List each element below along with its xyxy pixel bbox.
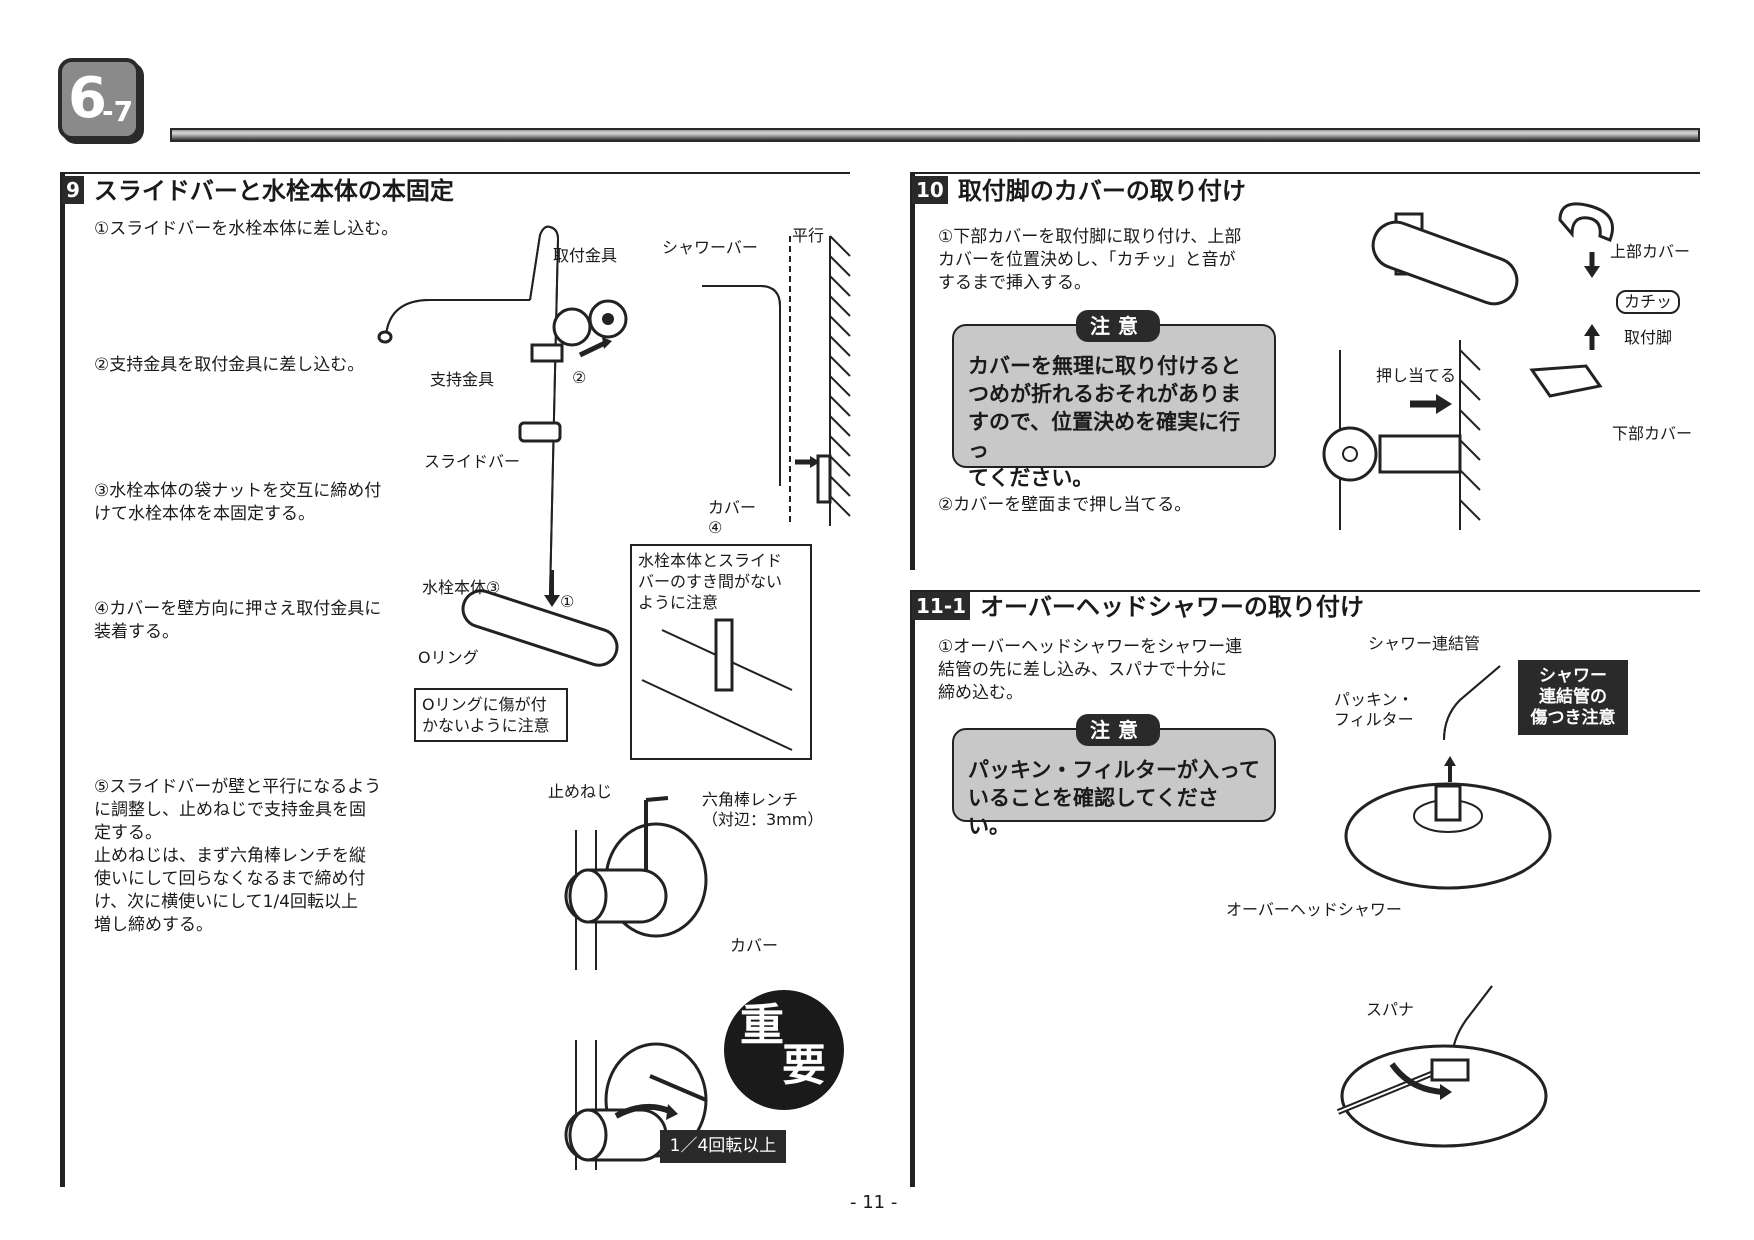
shower-bar-label: シャワーバー — [662, 238, 758, 257]
faucet-body-label: 水栓本体③ — [422, 578, 501, 597]
section9-rule — [60, 172, 850, 174]
shower-bar-side-view — [702, 235, 851, 526]
section11-caution-tag: 注意 — [1076, 714, 1160, 746]
lower-cover-label: 下部カバー — [1612, 424, 1693, 443]
pipe-label: シャワー連結管 — [1368, 634, 1481, 653]
important-badge: 重 要 — [724, 990, 844, 1110]
pipe-caution-label: シャワー 連結管の 傷つき注意 — [1518, 660, 1628, 735]
leg-label: 取付脚 — [1624, 328, 1673, 347]
click-callout: カチッ — [1616, 290, 1681, 314]
section10-left-rule — [910, 172, 915, 570]
quarter-turn-label: 1／4回転以上 — [660, 1130, 786, 1163]
section9-heading: 9 スライドバーと水栓本体の本固定 — [62, 176, 454, 206]
arrow-2-icon — [578, 340, 607, 358]
chapter-number: 6 — [68, 66, 107, 131]
lower-cover-shape — [1529, 364, 1603, 398]
section11-rule — [910, 590, 1700, 592]
leg-cover-illustration — [1322, 202, 1614, 530]
rotate-arrow-icon-2 — [1389, 1062, 1445, 1095]
support-bracket-label: 支持金具 — [430, 370, 495, 389]
section9-number: 9 — [62, 176, 84, 204]
section10-step-1: ①下部カバーを取付脚に取り付け、上部 カバーを位置決めし、「カチッ」と音が する… — [938, 227, 1242, 293]
cover-step-marker: ④ — [708, 518, 723, 537]
section9-step-1: ①スライドバーを水栓本体に差し込む。 — [94, 219, 399, 239]
o-ring-note: Oリングに傷が付 かないように注意 — [414, 688, 568, 742]
section10-caution-box: カバーを無理に取り付けると つめが折れるおそれがありま すので、位置決めを確実に… — [952, 324, 1276, 490]
section11-heading: 11-1 オーバーヘッドシャワーの取り付け — [912, 592, 1364, 622]
cover-label-2: カバー — [730, 936, 779, 955]
page-number: - 11 - — [850, 1192, 898, 1213]
spanner-label: スパナ — [1366, 1000, 1415, 1019]
upper-cover-shape — [1558, 202, 1614, 242]
section9-step-4: ④カバーを壁方向に押さえ取付金具に 装着する。 — [94, 599, 382, 642]
push-label: 押し当てる — [1376, 366, 1457, 385]
step-1-marker: ① — [560, 592, 575, 611]
spanner-illustration — [1336, 985, 1548, 1148]
section9-step-5: ⑤スライドバーが壁と平行になるよう に調整し、止めねじで支持金具を固 定する。 … — [94, 777, 382, 935]
section11-title: オーバーヘッドシャワーの取り付け — [980, 593, 1364, 621]
section11-left-rule — [910, 590, 915, 1187]
upper-cover-label: 上部カバー — [1610, 242, 1691, 261]
section9-title: スライドバーと水栓本体の本固定 — [93, 177, 454, 205]
push-arrow-icon — [1436, 394, 1452, 414]
section10-rule — [910, 172, 1700, 174]
section9-step-3: ③水栓本体の袋ナットを交互に締め付 けて水栓本体を本固定する。 — [94, 481, 382, 524]
header-rule — [170, 128, 1700, 142]
faucet-leg-shape — [1371, 220, 1519, 306]
section9-left-rule — [60, 172, 65, 1187]
hex-wrench-label: 六角棒レンチ （対辺：3mm） — [702, 790, 824, 829]
shower-head-shape — [1344, 782, 1552, 890]
section10-heading: 10 取付脚のカバーの取り付け — [912, 176, 1246, 206]
overhead-shower-label: オーバーヘッドシャワー — [1226, 900, 1402, 919]
section10-caution-tag: 注意 — [1076, 310, 1160, 342]
important-char-1: 重 — [740, 1000, 784, 1051]
set-screw-label: 止めねじ — [548, 782, 613, 801]
quarter-turn-illustration — [564, 1040, 708, 1170]
packing-label: パッキン・ フィルター — [1334, 690, 1414, 729]
o-ring-label: Oリング — [418, 648, 479, 667]
parallel-label: 平行 — [792, 226, 825, 245]
slide-bar-illustration — [377, 225, 628, 667]
slide-bar-label: スライドバー — [424, 452, 521, 471]
section11-step-1: ①オーバーヘッドシャワーをシャワー連 結管の先に差し込み、スパナで十分に 締め込… — [938, 637, 1243, 703]
overhead-shower-illustration — [1344, 665, 1552, 890]
important-char-2: 要 — [782, 1040, 826, 1091]
set-screw-illustration — [564, 796, 708, 970]
section10-title: 取付脚のカバーの取り付け — [957, 177, 1246, 205]
section11-caution-box: パッキン・フィルターが入って いることを確認してください。 — [952, 728, 1276, 838]
section10-step-2: ②カバーを壁面まで押し当てる。 — [938, 495, 1192, 515]
support-bracket-shape — [530, 343, 564, 363]
cover-label: カバー — [708, 498, 757, 517]
chapter-sub-number: -7 — [102, 95, 134, 128]
gap-detail-illustration — [641, 618, 793, 751]
gap-detail-frame — [630, 610, 812, 760]
step-2-marker: ② — [572, 368, 587, 387]
mount-bracket-label: 取付金具 — [553, 246, 618, 265]
chapter-badge: 6 -7 — [58, 58, 140, 140]
faucet-body-shape — [461, 589, 619, 667]
section11-number: 11-1 — [912, 592, 971, 620]
section10-number: 10 — [912, 176, 948, 204]
gap-note: 水栓本体とスライド バーのすき間がない ように注意 — [630, 544, 812, 617]
section9-step-2: ②支持金具を取付金具に差し込む。 — [94, 355, 365, 375]
